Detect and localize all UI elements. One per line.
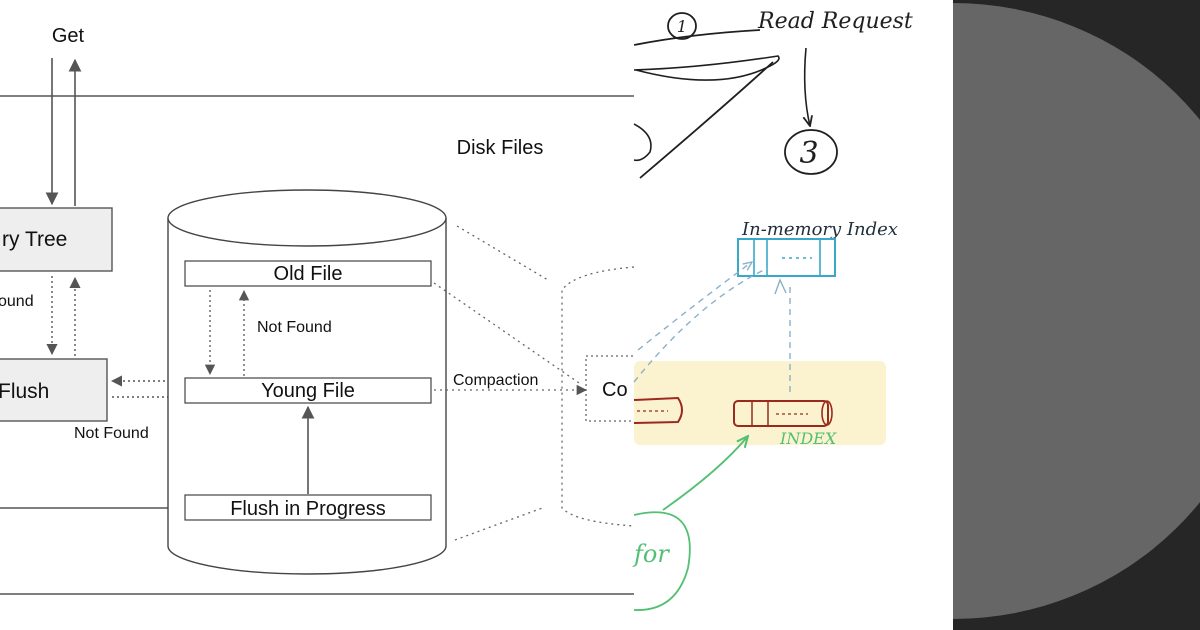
- red-file-segment-left: [633, 396, 683, 424]
- not-found-disk-label: Not Found: [257, 319, 332, 336]
- step-three-circle: [784, 129, 838, 175]
- down-arrow: [805, 47, 810, 126]
- red-file-segment-right: [733, 400, 829, 427]
- dark-decor-panel: [953, 0, 1200, 630]
- in-memory-index-box: [737, 238, 836, 277]
- green-circle: [633, 511, 691, 611]
- request-line: [633, 29, 761, 46]
- memory-tree-box: [0, 207, 113, 272]
- young-file-label: Young File: [261, 380, 355, 402]
- green-arrow: [662, 436, 748, 511]
- get-label: Get: [52, 25, 85, 47]
- flush-in-progress-box: [184, 494, 432, 521]
- index-label: INDEX: [779, 429, 837, 448]
- young-file-box: [184, 377, 432, 404]
- old-file-label: Old File: [274, 263, 343, 285]
- compaction-target-label: Co: [602, 379, 628, 401]
- flush-in-progress-label: Flush in Progress: [230, 498, 386, 520]
- partial-circle-left: [633, 123, 652, 162]
- not-found-flush-label: Not Found: [74, 425, 149, 442]
- step-three-number: 3: [799, 136, 818, 171]
- compaction-guide-bottom: [454, 506, 546, 541]
- step-one-number: 1: [677, 17, 687, 36]
- compaction-label: Compaction: [453, 372, 538, 389]
- disk-cylinder-top: [167, 189, 447, 247]
- read-request-label: Read Request: [757, 9, 913, 34]
- compaction-cylinder-outline: [561, 266, 635, 527]
- curved-stroke: [633, 55, 780, 81]
- flush-label: Flush: [0, 380, 49, 403]
- red-file-cap: [821, 400, 833, 426]
- highlight-band: [634, 361, 886, 445]
- step-one-circle: [667, 12, 697, 40]
- flush-box: [0, 358, 108, 422]
- pointer-arrowhead: [774, 278, 787, 295]
- pointer-long: [633, 267, 769, 383]
- in-memory-index-label: In-memory Index: [741, 219, 898, 240]
- sketch-background: [634, 0, 953, 630]
- diagonal-stroke: [639, 61, 774, 179]
- hand-drawn-sketch: 1 Read Request 3 In-memory Index INDEX: [632, 0, 953, 630]
- memory-tree-label: ry Tree: [2, 228, 67, 251]
- read-path-diagram: Get Disk Files ry Tree ound Flush Not Fo…: [0, 25, 647, 595]
- compaction-guide-old: [433, 282, 583, 386]
- found-partial-label: ound: [0, 293, 34, 310]
- old-file-box: [184, 260, 432, 287]
- disk-files-label: Disk Files: [457, 137, 544, 159]
- compaction-guide-top: [456, 225, 549, 281]
- green-partial-label: for: [632, 540, 670, 568]
- grey-half-circle: [953, 3, 1200, 619]
